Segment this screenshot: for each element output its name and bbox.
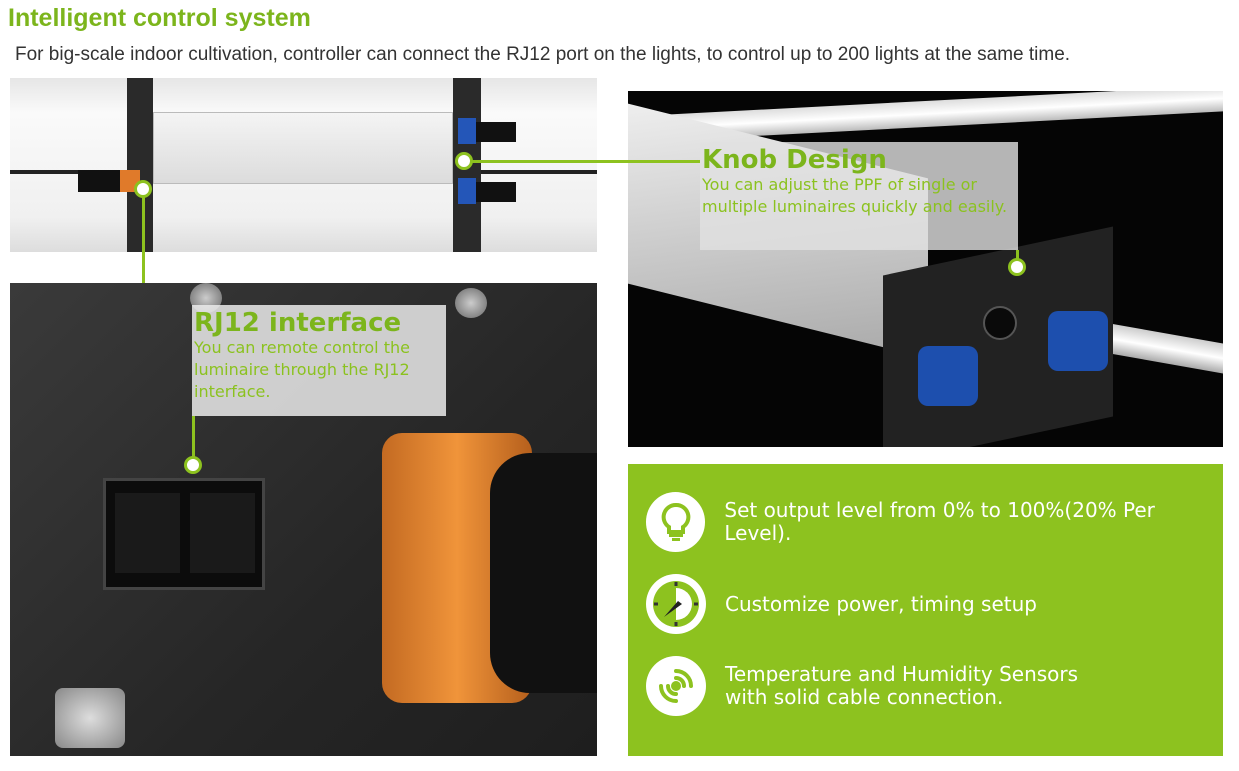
connector-line	[192, 416, 195, 460]
hotspot-dot	[455, 152, 473, 170]
knob-callout: Knob Design You can adjust the PPF of si…	[700, 142, 1018, 250]
sensor-signal-icon	[646, 656, 706, 716]
callout-text: You can adjust the PPF of single or mult…	[702, 175, 1008, 216]
feature-item: Set output level from 0% to 100%(20% Per…	[646, 492, 1223, 552]
connector-line	[1016, 250, 1019, 262]
feature-text: Set output level from 0% to 100%(20% Per…	[724, 498, 1155, 545]
callout-text: You can remote control the luminaire thr…	[194, 338, 410, 401]
callout-title: Knob Design	[702, 145, 887, 175]
hotspot-dot	[1008, 258, 1026, 276]
page-subtitle: For big-scale indoor cultivation, contro…	[15, 44, 1071, 65]
driver-photo	[10, 78, 597, 252]
rj12-callout: RJ12 interface You can remote control th…	[192, 305, 446, 416]
connector-line	[142, 190, 145, 283]
connector-line	[472, 160, 700, 163]
callout-title: RJ12 interface	[194, 308, 402, 338]
features-panel: Set output level from 0% to 100%(20% Per…	[628, 464, 1223, 756]
feature-text: Temperature and Humidity Sensors with so…	[725, 662, 1079, 709]
page-title: Intelligent control system	[8, 4, 311, 32]
feature-item: Customize power, timing setup	[646, 574, 1037, 634]
feature-text: Customize power, timing setup	[725, 591, 1037, 616]
lightbulb-icon	[646, 492, 706, 552]
hotspot-dot	[184, 456, 202, 474]
clock-icon	[646, 574, 706, 634]
feature-item: Temperature and Humidity Sensors with so…	[646, 656, 1085, 716]
hotspot-dot	[134, 180, 152, 198]
